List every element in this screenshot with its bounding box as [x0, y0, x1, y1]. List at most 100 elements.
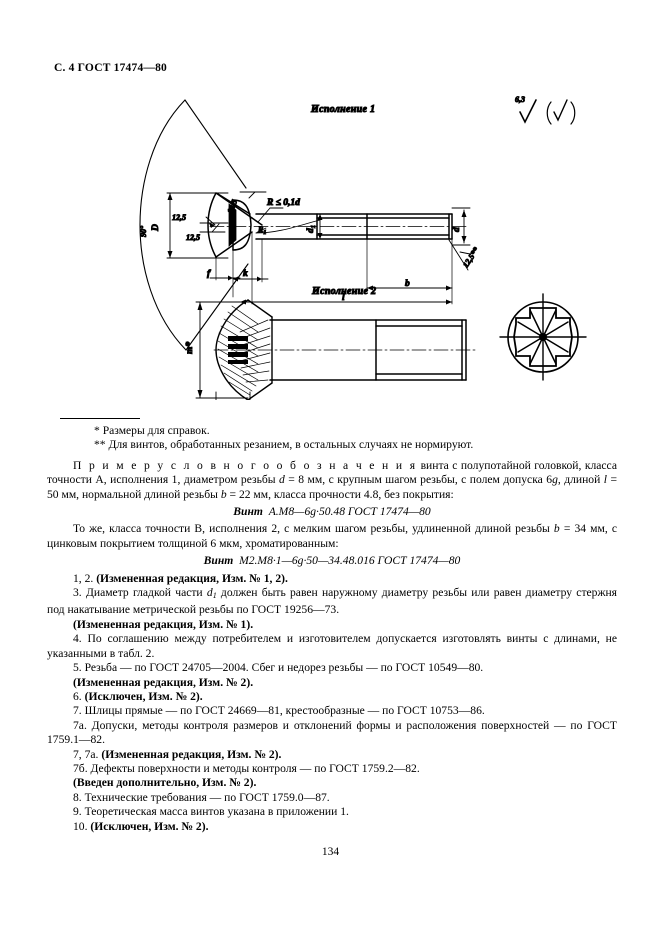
view1-title-text: Исполнение 1 — [310, 104, 375, 115]
list-item: 6. (Исключен, Изм. № 2). — [47, 690, 617, 704]
list-item: 1, 2. (Измененная редакция, Изм. № 1, 2)… — [47, 572, 617, 586]
cross-recess-star — [513, 307, 573, 367]
designation-line-1: Винт А.М8—6g·50.48 ГОСТ 17474—80 — [47, 505, 617, 519]
list-item: 7б. Дефекты поверхности и методы контрол… — [47, 762, 617, 776]
label-shank-d1: d1 — [306, 225, 317, 233]
item-bold: (Исключен, Изм. № 2). — [90, 819, 209, 833]
item-number: 10. — [73, 819, 91, 833]
radius-note-leader — [257, 207, 284, 223]
item-bold: (Измененная редакция, Изм. № 1). — [73, 617, 254, 631]
list-item: 8. Технические требования — по ГОСТ 1759… — [47, 791, 617, 805]
list-item: 7. Шлицы прямые — по ГОСТ 24669—81, крес… — [47, 704, 617, 718]
item-number: 9. — [73, 805, 85, 819]
example2-rest: = 34 мм, с цинковым покрытием толщиной 6… — [47, 522, 617, 550]
label-dim-m: m* — [184, 342, 195, 354]
dimension-h — [215, 391, 251, 400]
item-bold: (Измененная редакция, Изм. № 2). — [101, 747, 282, 761]
designation-line-2: Винт М2.М8·1—6g·50—34.48.016 ГОСТ 17474—… — [47, 554, 617, 568]
label-thread-d: d — [452, 227, 462, 232]
item-number: 5. — [73, 661, 85, 675]
item-number: 7а. — [73, 718, 92, 732]
var-g: g — [552, 473, 558, 487]
item-number: 1, 2. — [73, 571, 97, 585]
designation-code-2: М2.М8·1—6g·50—34.48.016 ГОСТ 17474—80 — [239, 554, 461, 568]
dimension-k — [232, 276, 269, 282]
roughness-marker-right — [448, 239, 471, 271]
label-radius-note: R ≤ 0,1d — [266, 198, 300, 208]
roughness-marker-top — [239, 191, 267, 199]
var-d: d — [279, 473, 285, 487]
cross-recess-center — [539, 333, 547, 341]
designation-code-1: А.М8—6g·50.48 ГОСТ 17474—80 — [268, 505, 431, 519]
item-number: 8. — [73, 790, 85, 804]
footnote-separator-rule — [60, 418, 140, 419]
example-rest-3: , длиной — [557, 473, 604, 487]
surface-roughness-symbol — [519, 99, 576, 125]
label-radius-r1: R1 — [257, 225, 266, 236]
dimension-m — [195, 301, 249, 399]
label-angle-90: 90° — [139, 225, 148, 237]
example-rest-5: = 22 мм, класса прочности 4.8, без покры… — [226, 487, 454, 501]
footnote-2: ** Для винтов, обработанных резанием, в … — [94, 438, 474, 452]
head-hatching-view2 — [217, 305, 271, 396]
list-item: (Измененная редакция, Изм. № 2). — [47, 676, 617, 690]
head-cone-view1 — [207, 192, 253, 258]
label-dim-k: k — [243, 269, 248, 279]
radius-r1-leader — [255, 219, 321, 234]
label-head-diameter: D — [151, 224, 161, 232]
technical-drawing: Исполнение 1 90° D 12,5 12,5 12,5 R ≤ 0,… — [0, 92, 661, 400]
item-text: Дефекты поверхности и методы контроля — … — [90, 761, 420, 775]
page-header-reference: С. 4 ГОСТ 17474—80 — [54, 62, 167, 74]
example-paragraph-1: П р и м е р у с л о в н о г о о б о з н … — [47, 459, 617, 502]
label-dim-f: f — [207, 269, 211, 279]
extension-lines-view1 — [215, 231, 453, 305]
example-paragraph-2: То же, класса точности В, исполнения 2, … — [47, 522, 617, 551]
list-item: (Введен дополнительно, Изм. № 2). — [47, 776, 617, 790]
example2-lead: То же, класса точности В, исполнения 2, … — [73, 522, 554, 536]
example-rest-2: = 8 мм, с крупным шагом резьбы, с полем … — [284, 473, 553, 487]
list-item: 7, 7а. (Измененная редакция, Изм. № 2). — [47, 748, 617, 762]
item-bold: (Измененная редакция, Изм. № 2). — [73, 675, 254, 689]
item-variable: d — [206, 586, 213, 600]
head-slot-view1 — [228, 203, 237, 247]
item-text: Технические требования — по ГОСТ 1759.0—… — [84, 790, 330, 804]
designation-word-1: Винт — [233, 505, 263, 519]
item-text: Шлицы прямые — по ГОСТ 24669—81, крестоо… — [84, 704, 485, 718]
cross-recess-view2 — [228, 336, 248, 364]
label-dim-l: l — [342, 293, 345, 303]
dimension-D — [166, 192, 229, 259]
list-item: 7а. Допуски, методы контроля размеров и … — [47, 719, 617, 748]
document-body: * Размеры для справок. ** Для винтов, об… — [47, 424, 617, 834]
var-l: l — [603, 473, 608, 487]
item-number: 7. — [73, 704, 85, 718]
item-text: Резьба — по ГОСТ 24705—2004. Сбег и недо… — [84, 661, 484, 675]
item-text: Допуски, методы контроля размеров и откл… — [47, 718, 617, 747]
label-roughness-value: 6,3 — [515, 95, 525, 104]
item-bold: (Исключен, Изм. № 2). — [84, 689, 203, 703]
item-number: 3. — [73, 586, 86, 600]
dimension-b — [366, 285, 453, 291]
label-roughness-b: 12,5 — [186, 233, 200, 242]
dimension-d1 — [317, 213, 323, 240]
item-number: 4. — [73, 632, 88, 646]
designation-word-2: Винт — [203, 554, 234, 568]
cross-recess-blades — [517, 309, 569, 365]
page-number: 134 — [321, 846, 340, 858]
label-roughness-right: 12,5** — [461, 245, 481, 269]
item-text-b: должен быть равен наружному диаметру рез… — [47, 586, 618, 617]
list-item: 10. (Исключен, Изм. № 2). — [47, 820, 617, 834]
item-number: 6. — [73, 689, 85, 703]
item-bold: (Измененная редакция, Изм. № 1, 2). — [96, 571, 288, 585]
var-b: b — [220, 487, 227, 501]
dimension-d — [451, 207, 471, 246]
label-dim-b: b — [405, 279, 410, 289]
dimension-l — [239, 299, 453, 305]
view2-title-text: Исполнение 2 — [311, 286, 376, 297]
item-text: По соглашению между потребителем и изгот… — [47, 632, 617, 660]
head-shank-transition — [251, 217, 263, 226]
list-item: (Измененная редакция, Изм. № 1). — [47, 618, 617, 632]
example-rest-1: винта с полупотайной головкой, класса то… — [47, 458, 617, 487]
list-item: 9. Теоретическая масса винтов указана в … — [47, 805, 617, 819]
item-variable-subscript: 1 — [212, 591, 217, 601]
